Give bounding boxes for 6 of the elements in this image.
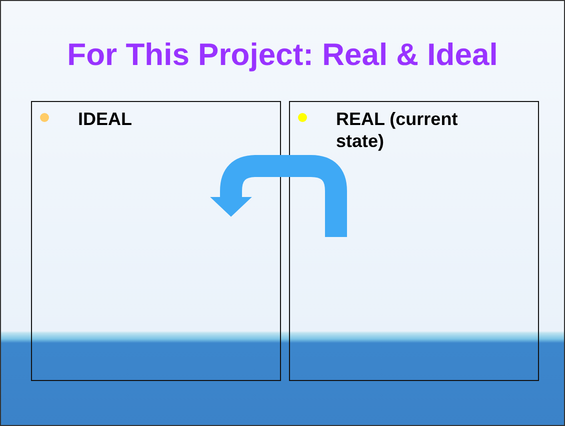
text-box <box>289 101 539 381</box>
u-turn-arrow <box>210 155 347 237</box>
bullet-text: IDEAL <box>78 108 133 130</box>
bullet-text: REAL (current state) <box>336 108 459 152</box>
slide-title: For This Project: Real & Ideal <box>66 37 499 73</box>
text-box <box>31 101 281 381</box>
